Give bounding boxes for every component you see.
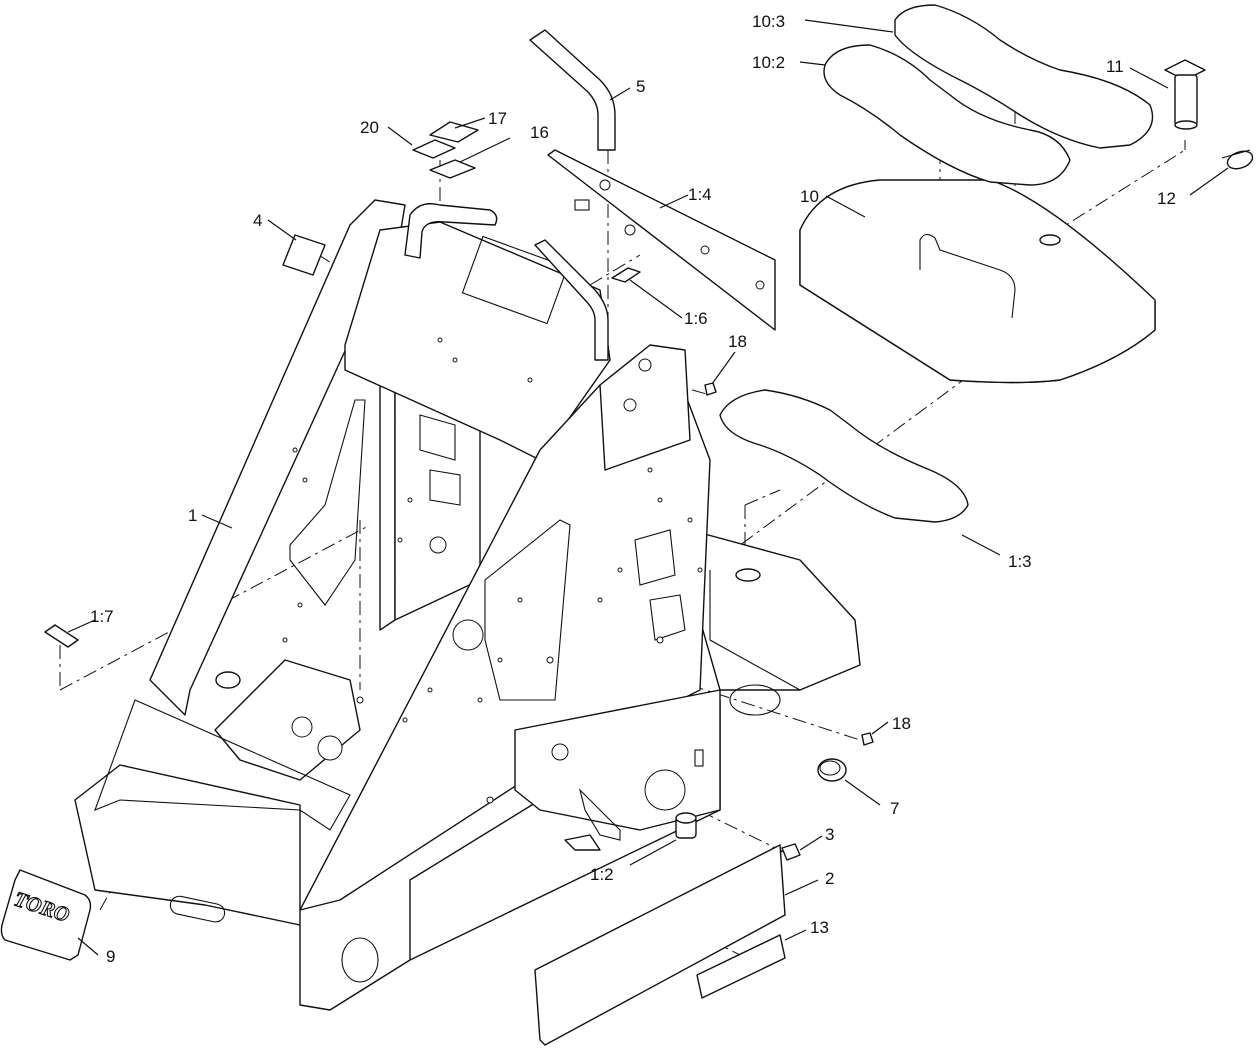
callout-1-3: 1:3: [1008, 552, 1032, 571]
callout-10-3: 10:3: [752, 12, 785, 31]
frame-right-side-plate: [299, 379, 711, 911]
callout-17: 17: [488, 109, 507, 128]
part-7-plug: [817, 758, 847, 782]
frame-right-notch: [578, 788, 621, 841]
callout-1-4: 1:4: [688, 185, 712, 204]
frame-lever-left: [404, 203, 498, 259]
frame-front-shield: [94, 699, 351, 831]
callout-10-2: 10:2: [752, 53, 785, 72]
tower-hole-upper: [638, 358, 652, 372]
operator-platform: [799, 179, 1156, 384]
frame-right-tower: [599, 344, 691, 471]
decal-13: [696, 934, 786, 999]
left-plate-cutout: [289, 399, 366, 606]
callout-13: 13: [810, 918, 829, 937]
frame-front-bumper: [74, 764, 301, 926]
frame-deck-edge: [709, 570, 801, 691]
rail-axle-hole: [341, 937, 379, 983]
engine-plate-port-1: [291, 716, 313, 738]
rear-panel-hole: [429, 536, 447, 554]
part-18-bottom: [861, 732, 874, 746]
rear-panel-cutout-1: [419, 414, 456, 461]
right-plate-large-hole: [452, 619, 484, 651]
callout-12: 12: [1157, 189, 1176, 208]
callout-18-top: 18: [728, 332, 747, 351]
callout-1-7: 1:7: [90, 607, 114, 626]
bumper-slot: [169, 895, 226, 923]
part-2-cover-plate: [534, 844, 786, 1046]
frame-top-panel: [344, 221, 611, 461]
callout-5: 5: [636, 77, 645, 96]
callout-7: 7: [890, 799, 899, 818]
pad-10-3: [894, 4, 1154, 149]
engine-plate-port-2: [317, 735, 343, 761]
platform-pin-hole: [1039, 234, 1061, 246]
part-11-pin: [1164, 59, 1206, 130]
side-bracket-slot: [694, 749, 704, 767]
side-bracket-hole: [551, 743, 569, 761]
callout-1-2: 1:2: [590, 865, 614, 884]
decal-20: [412, 139, 456, 159]
frame-assembly: [74, 199, 861, 1011]
part-5-lever: [529, 29, 616, 151]
frame-latch: [564, 834, 601, 851]
frame-top-panel-opening: [461, 235, 569, 325]
part-12-clip: [1221, 149, 1254, 170]
deck-opening: [729, 684, 781, 716]
callout-9: 9: [106, 947, 115, 966]
right-plate-cutout-2: [634, 529, 676, 586]
side-bracket-large-hole: [644, 769, 686, 811]
frame-deck-platform: [689, 529, 861, 691]
mounting-holes: [282, 337, 703, 804]
callout-1-6: 1:6: [684, 309, 708, 328]
tower-hole-lower: [623, 398, 637, 412]
callout-16: 16: [530, 123, 549, 142]
panel-1-4: [547, 149, 776, 331]
callout-labels: 10:3 10:2 11 5 20 17 16 1:4 10 12 4 1:6 …: [90, 12, 1176, 966]
toro-logo-decal: TORO: [0, 869, 92, 961]
rear-panel-cutout-2: [429, 469, 461, 506]
pad-1-3: [719, 389, 969, 523]
decal-4: [282, 234, 326, 276]
leader-lines: [67, 19, 1229, 956]
platform-handle: [919, 233, 1016, 319]
callout-18-bottom: 18: [892, 714, 911, 733]
decal-17: [429, 121, 479, 143]
callout-10: 10: [800, 187, 819, 206]
right-plate-cutout-3: [649, 594, 686, 641]
decal-1-6: [611, 267, 641, 283]
engine-plate-fitting: [215, 671, 241, 689]
callout-11: 11: [1106, 57, 1124, 76]
right-plate-cutout-1: [484, 519, 571, 701]
callout-3: 3: [825, 825, 834, 844]
callout-20: 20: [360, 118, 379, 137]
callout-2: 2: [825, 869, 834, 888]
platform-side: [799, 230, 1156, 384]
deck-round-hole: [735, 568, 761, 582]
part-1-2-plug: [675, 812, 697, 839]
part-18-top: [704, 382, 717, 396]
decal-16: [429, 159, 476, 179]
decal-1-7: [44, 624, 79, 648]
callout-4: 4: [253, 211, 262, 230]
frame-lever-right: [534, 239, 609, 361]
callout-1: 1: [188, 506, 197, 525]
pad-10-2: [823, 44, 1071, 186]
